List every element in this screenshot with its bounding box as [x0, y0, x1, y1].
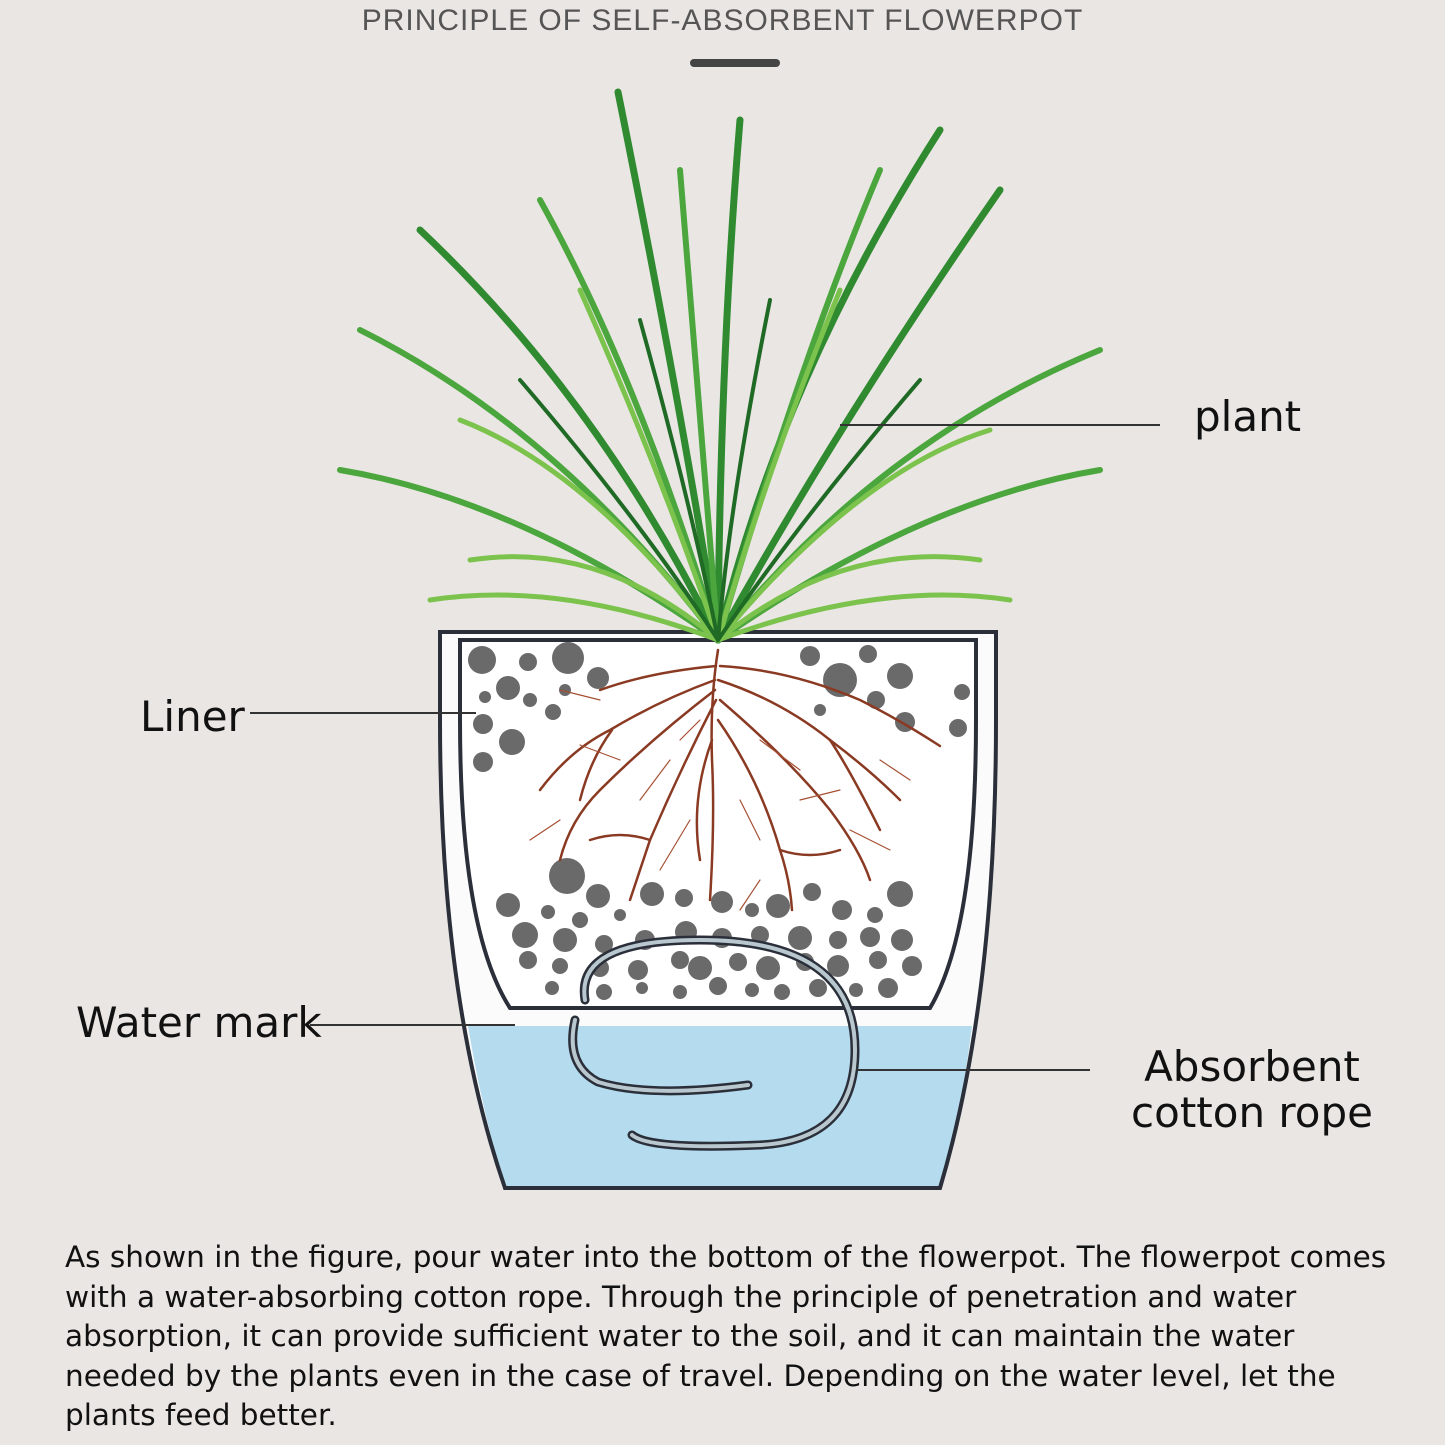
cotton-rope-label: Absorbent cotton rope: [1102, 1042, 1402, 1138]
water-mark-label: Water mark: [76, 998, 322, 1047]
roots-fine: [529, 689, 911, 911]
description-caption: As shown in the figure, pour water into …: [65, 1240, 1387, 1432]
page-title: PRINCIPLE OF SELF-ABSORBENT FLOWERPOT: [361, 4, 1084, 37]
water-reservoir: [468, 1026, 972, 1188]
title-underline: [690, 59, 780, 67]
cotton-rope-label-line1: Absorbent: [1144, 1042, 1360, 1091]
roots: [538, 648, 942, 912]
pebbles: [468, 642, 970, 1000]
liner-label: Liner: [140, 692, 245, 741]
liner: [458, 638, 978, 1010]
leader-lines: [250, 424, 1160, 1071]
outer-pot-outline: [438, 630, 998, 1190]
plant-leaves: [337, 88, 1103, 644]
plant-label: plant: [1194, 392, 1302, 441]
cotton-rope-label-line2: cotton rope: [1131, 1088, 1373, 1138]
